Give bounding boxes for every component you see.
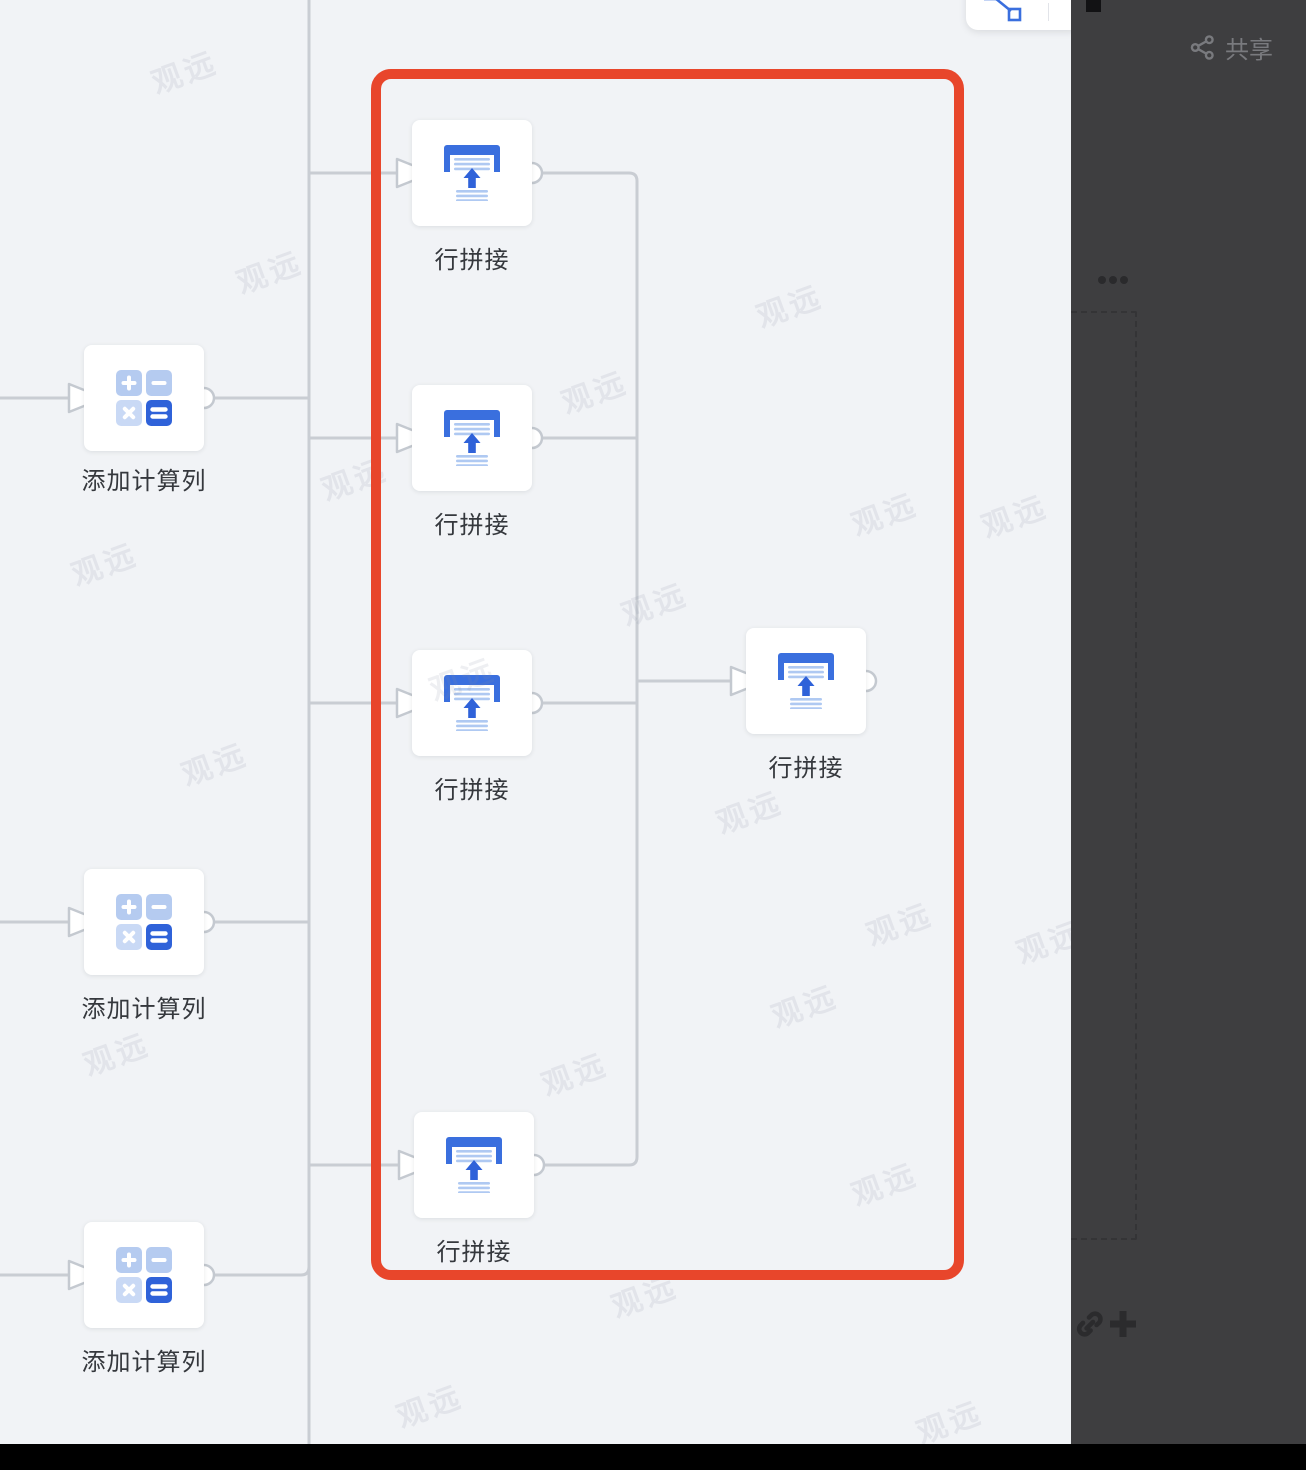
node-add-calc-column-2[interactable] bbox=[84, 869, 204, 975]
node-label: 行拼接 bbox=[434, 512, 510, 539]
dimmed-toolbar-fragment bbox=[1086, 0, 1101, 12]
node-add-calc-column-3[interactable] bbox=[84, 1222, 204, 1328]
canvas-toolbar bbox=[966, 0, 1082, 30]
plus-icon[interactable] bbox=[1107, 1308, 1139, 1340]
edge-calc3-out bbox=[214, 1266, 311, 1277]
calculator-icon bbox=[116, 370, 172, 426]
node-row-concat-merge[interactable] bbox=[746, 628, 866, 734]
node-row-concat-4[interactable] bbox=[414, 1112, 534, 1218]
node-add-calc-column-1[interactable] bbox=[84, 345, 204, 451]
node-row-concat-2[interactable] bbox=[412, 385, 532, 491]
dark-overlay: 共享 bbox=[1071, 0, 1306, 1444]
node-label: 行拼接 bbox=[436, 1239, 512, 1266]
share-icon bbox=[1189, 34, 1216, 61]
bottom-black-bar bbox=[0, 1444, 1306, 1470]
ellipsis-menu-icon[interactable] bbox=[1096, 272, 1132, 288]
node-label: 行拼接 bbox=[434, 777, 510, 804]
link-icon[interactable] bbox=[1075, 1308, 1105, 1340]
node-row-concat-3[interactable] bbox=[412, 650, 532, 756]
node-label: 添加计算列 bbox=[81, 1349, 207, 1376]
dashed-drop-zone bbox=[1071, 311, 1137, 1240]
toolbar-divider bbox=[1048, 3, 1049, 21]
node-label: 行拼接 bbox=[434, 247, 510, 274]
node-row-concat-1[interactable] bbox=[412, 120, 532, 226]
share-button[interactable]: 共享 bbox=[1189, 30, 1273, 65]
node-label: 行拼接 bbox=[768, 755, 844, 782]
lineage-icon[interactable] bbox=[984, 0, 1028, 36]
edge-collector bbox=[542, 171, 639, 1167]
node-label: 添加计算列 bbox=[81, 468, 207, 495]
share-label: 共享 bbox=[1225, 37, 1273, 64]
node-label: 添加计算列 bbox=[81, 996, 207, 1023]
calculator-icon bbox=[116, 1247, 172, 1303]
highlight-rectangle bbox=[371, 69, 964, 1280]
calculator-icon bbox=[116, 894, 172, 950]
